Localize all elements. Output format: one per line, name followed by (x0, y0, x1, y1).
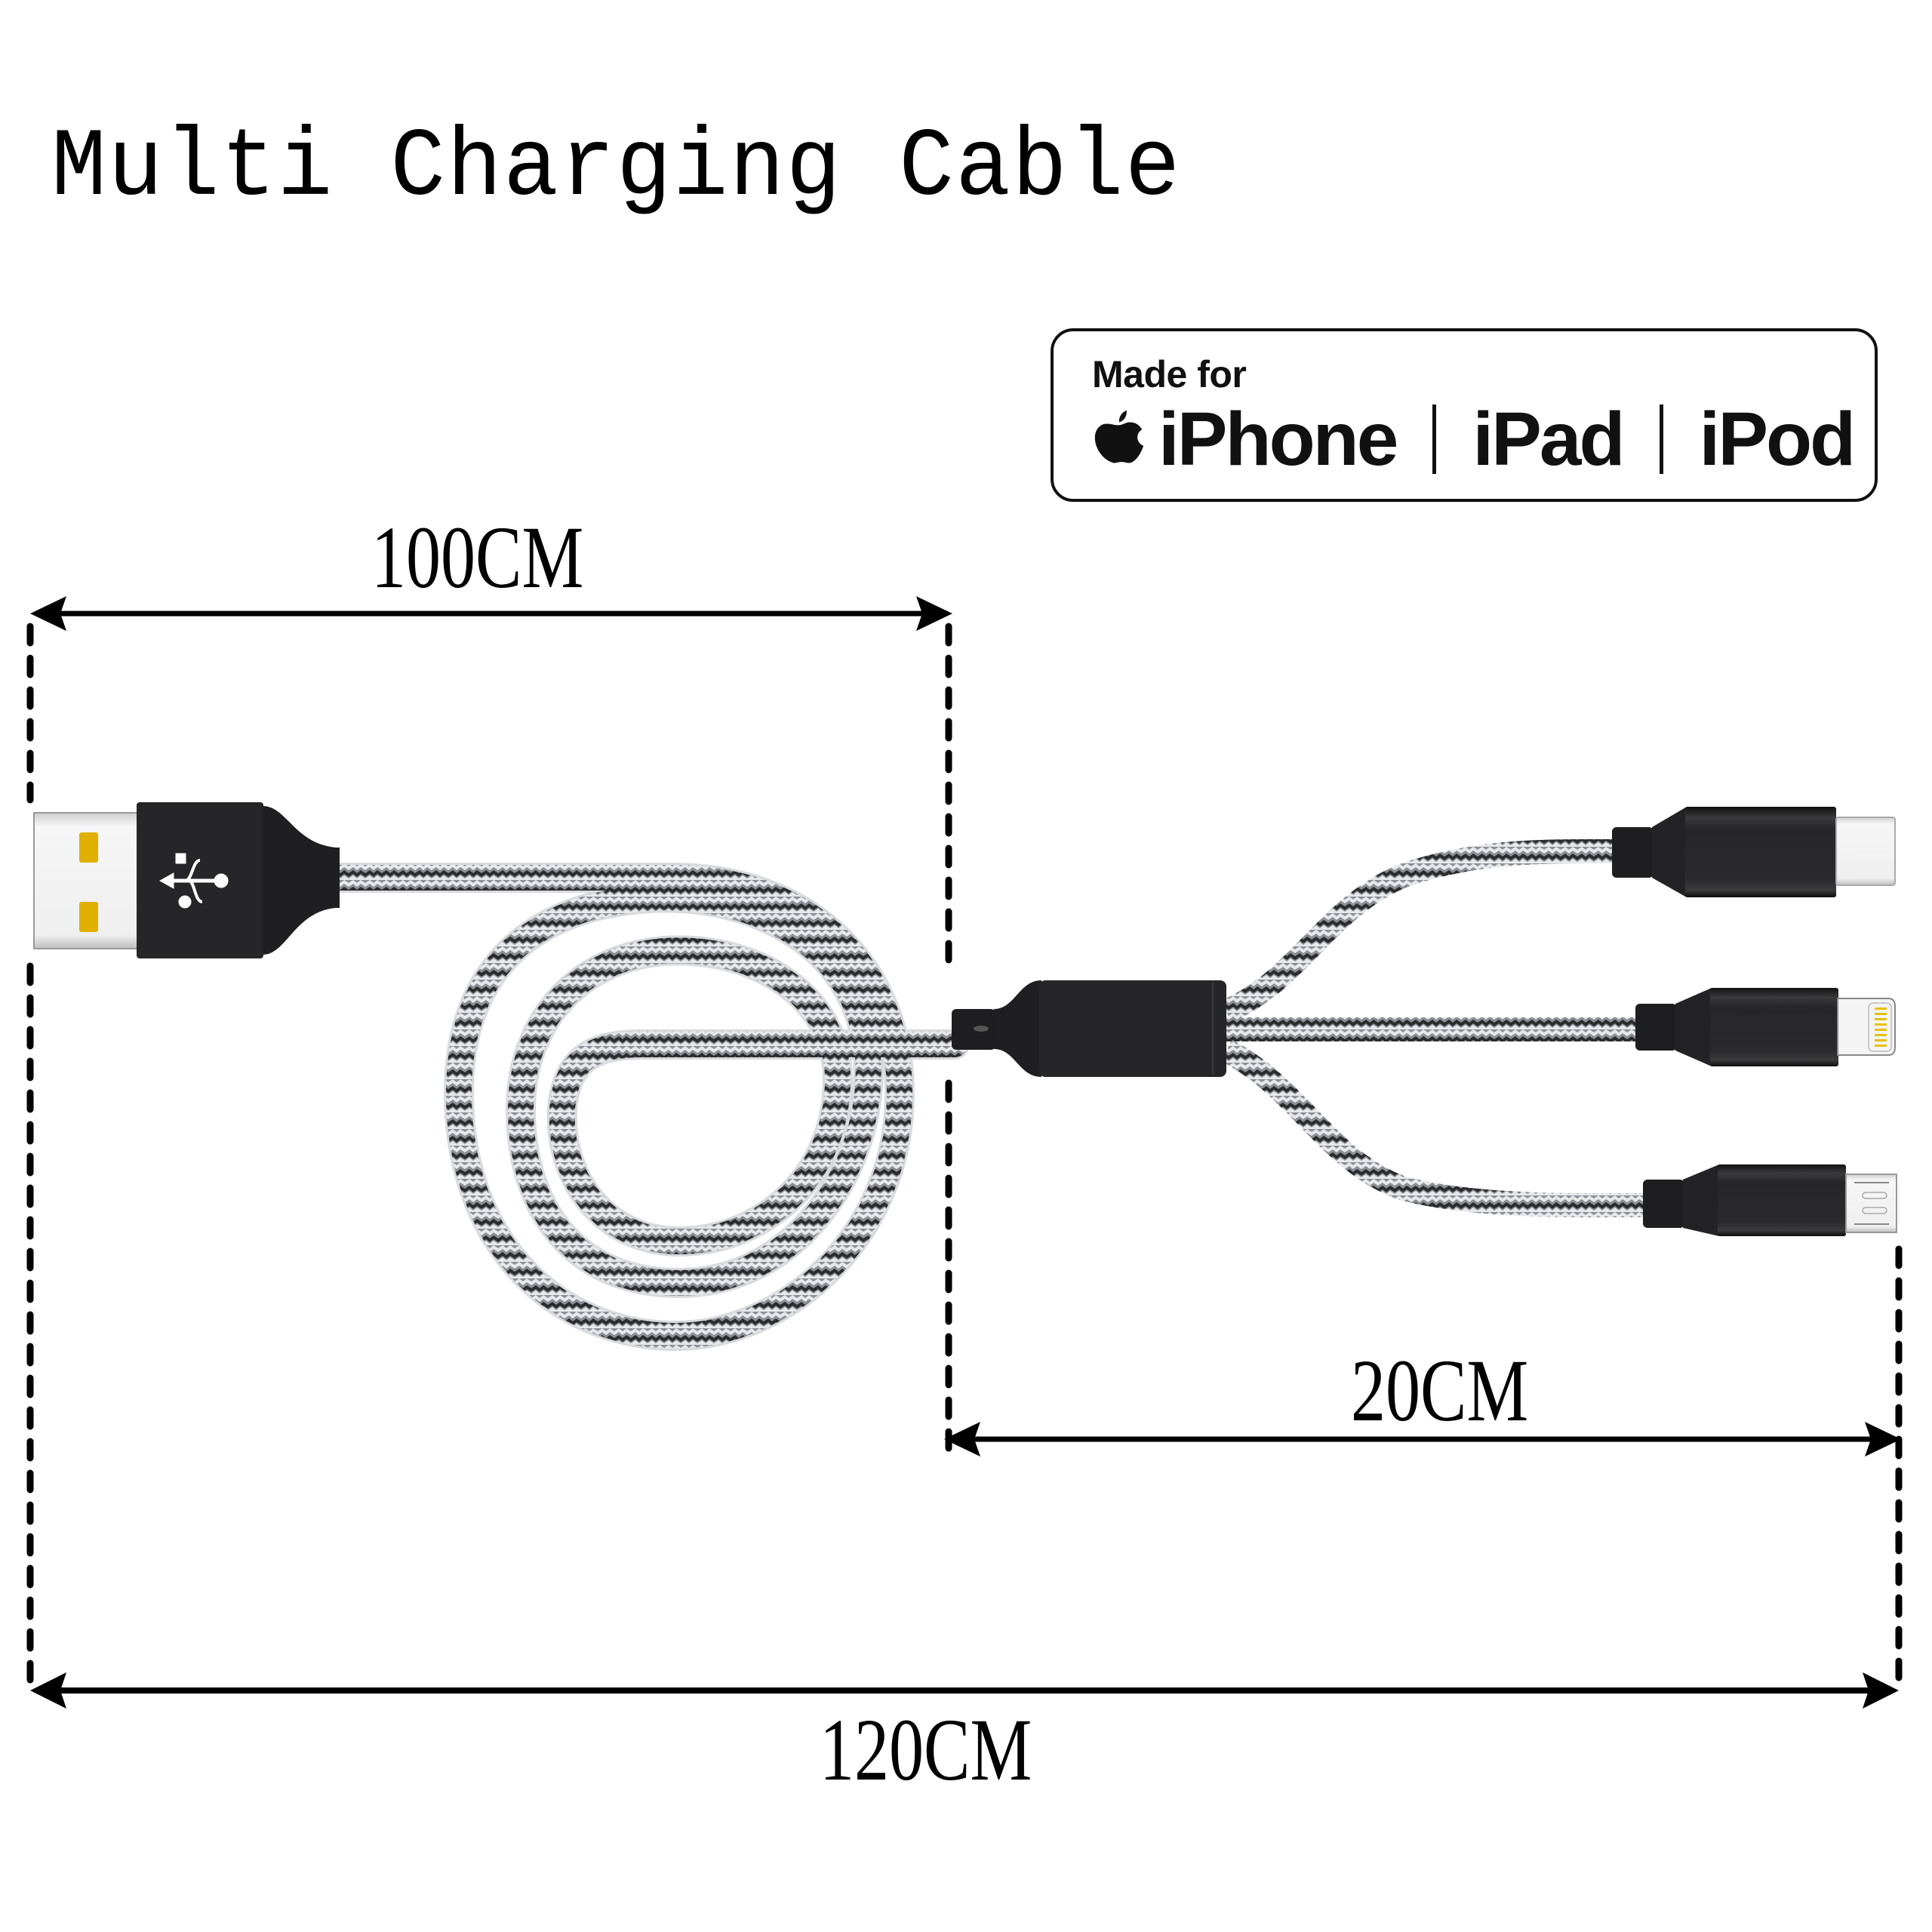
dimension-label-100cm: 100CM (371, 508, 584, 607)
dimension-line-100cm (30, 596, 952, 631)
lightning-connector (1635, 988, 1896, 1066)
gold-contact (79, 902, 98, 932)
badge-separator (1432, 405, 1437, 474)
page-title: Multi Charging Cable (51, 114, 1182, 223)
extension-lines (26, 623, 1903, 1690)
splitter-housing (952, 980, 1226, 1077)
lightning-pins (1875, 1008, 1887, 1047)
badge-device-ipod: iPod (1699, 397, 1857, 481)
dimension-label-120cm: 120CM (820, 1700, 1032, 1799)
usb-icon (158, 853, 229, 909)
usb-c-connector (1612, 807, 1896, 897)
mfi-badge: Made for iPhone iPad iPod (1051, 328, 1878, 502)
branch-cables (1220, 838, 1646, 1218)
badge-made-for-text: Made for (1092, 353, 1247, 395)
badge-separator (1659, 405, 1663, 474)
dimension-line-120cm (30, 1672, 1899, 1709)
dimension-line-20cm (944, 1422, 1901, 1457)
badge-device-iphone: iPhone (1158, 397, 1398, 481)
badge-device-row: iPhone iPad iPod (1092, 397, 1857, 481)
micro-usb-connector (1643, 1164, 1897, 1236)
gold-contact (79, 832, 98, 863)
dimension-label-20cm: 20CM (1351, 1341, 1529, 1440)
main-braided-cable (325, 863, 970, 1352)
badge-device-ipad: iPad (1472, 397, 1625, 481)
usb-a-connector (33, 802, 340, 958)
apple-logo-icon (1094, 410, 1144, 463)
